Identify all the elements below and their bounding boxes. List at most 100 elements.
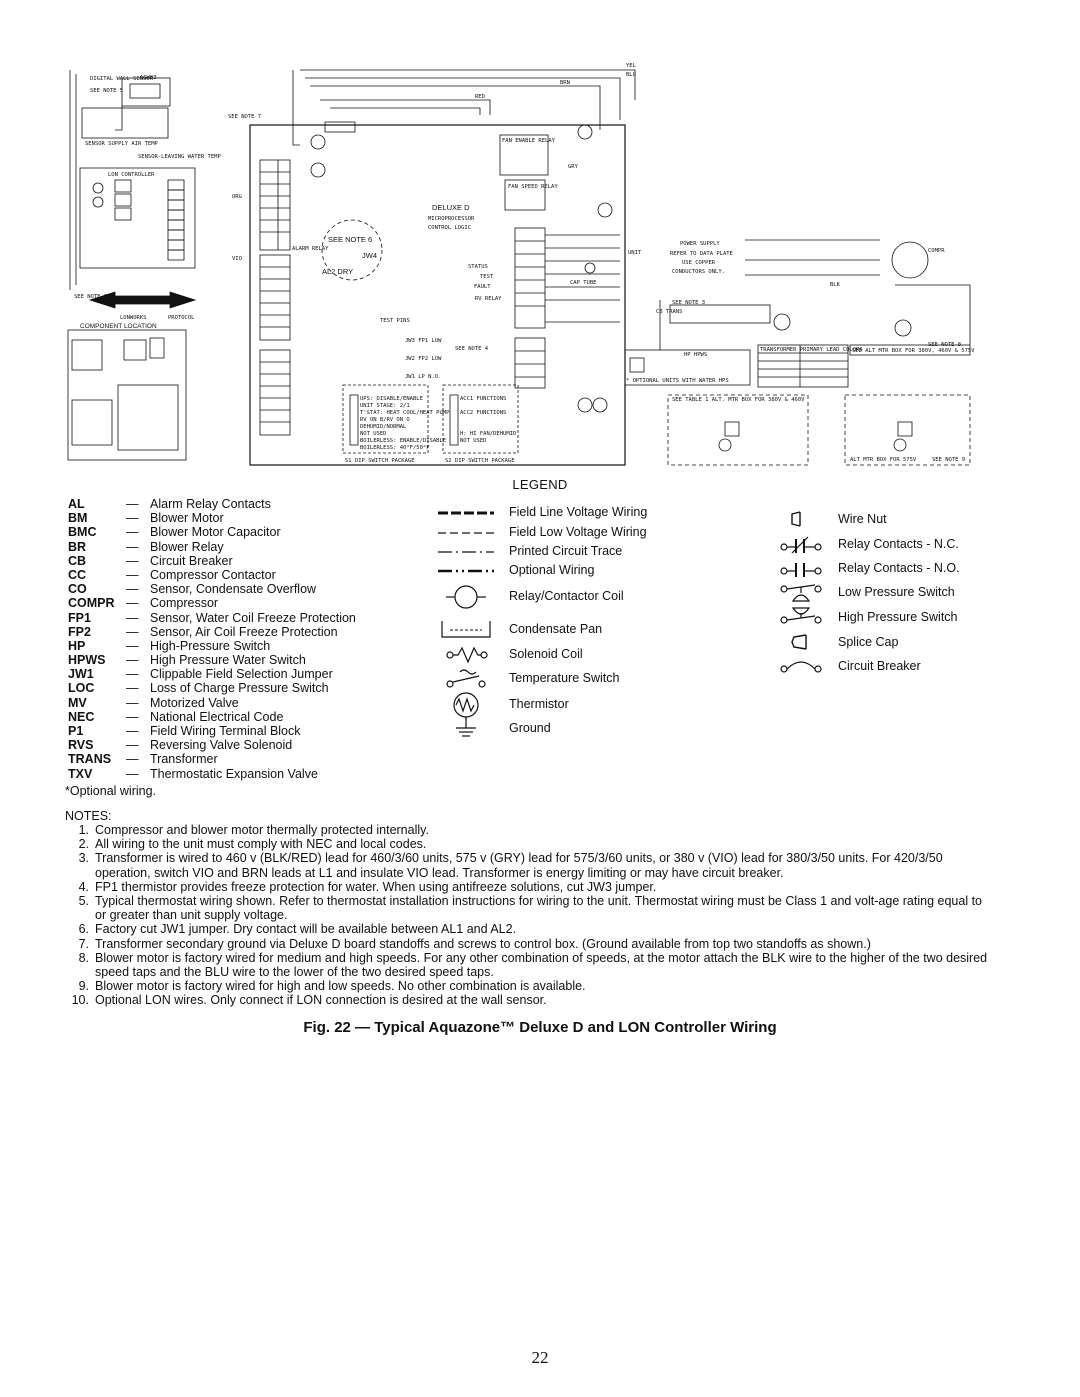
sensor-leaving-water-label: SENSOR-LEAVING WATER TEMP (138, 154, 221, 160)
jumper-jw1-label: JW1 LP N.O. (405, 374, 441, 380)
abbreviation-description: Sensor, Air Coil Freeze Protection (150, 624, 338, 639)
legend-label: Thermistor (509, 697, 569, 711)
hp-hpws-label: HP HPWS (684, 352, 707, 358)
abbreviation-row: NEC — National Electrical Code (68, 710, 448, 724)
abbreviation-code: HP (68, 638, 86, 653)
abbreviation-row: LOC—Loss of Charge Pressure Switch (68, 681, 448, 695)
note-item: 6.Factory cut JW1 jumper. Dry contact wi… (65, 922, 995, 936)
test-label: TEST (480, 274, 494, 280)
unit-label: UNIT (628, 250, 642, 256)
note-text: Blower motor is factory wired for medium… (95, 950, 988, 980)
wire-color-red: RED (475, 94, 485, 100)
relay-contacts-nc-icon (780, 536, 822, 554)
legend-label: Solenoid Coil (509, 647, 583, 661)
legend-label: Field Low Voltage Wiring (509, 525, 647, 539)
see-note-7-label: SEE NOTE 7 (228, 114, 261, 120)
notes-list: 1. Compressor and blower motor thermally … (65, 823, 995, 1008)
note-text: Compressor and blower motor thermally pr… (95, 823, 429, 837)
abbreviation-row: TRANS—Transformer (68, 752, 448, 766)
abbreviation-code: RVS (68, 738, 94, 753)
dip-switch-package-2-label: S2 DIP SWITCH PACKAGE (445, 458, 515, 464)
legend-row-relay-no: Relay Contacts - N.O. (778, 557, 1018, 579)
em-dash: — (126, 582, 139, 597)
abbreviation-code: FP2 (68, 624, 91, 639)
note-text: Blower motor is factory wired for high a… (95, 979, 586, 994)
note-item: 8. Blower motor is factory wired for medi… (65, 951, 995, 979)
dip2-option-3: H: HI FAN/DEHUMID (460, 431, 516, 437)
legend-row-relay-nc: Relay Contacts - N.C. (778, 533, 1018, 555)
legend-row-solenoid-coil: Solenoid Coil (438, 644, 698, 666)
em-dash: — (126, 709, 139, 724)
dip-switch-package-1-label: S1 DIP SWITCH PACKAGE (345, 458, 415, 464)
note-item: 5.Typical thermostat wiring shown. Refer… (65, 894, 995, 922)
fan-enable-relay-label: FAN ENABLE RELAY (502, 138, 556, 144)
protocol-label: PROTOCOL (168, 315, 195, 321)
abbreviation-description: Blower Motor (150, 511, 224, 526)
see-table-1-label: SEE TABLE 1 ALT. MTR BOX FOR 380V & 460V (672, 397, 805, 403)
abbreviation-row: BM—Blower Motor (68, 511, 448, 525)
status-label: STATUS (468, 264, 488, 270)
dip-option-2: UNIT STAGE: 2/1 (360, 403, 410, 409)
legend-label: Low Pressure Switch (838, 585, 955, 599)
abbreviation-code: NEC (68, 709, 95, 724)
dip-option-5: DEHUMID/NORMAL (360, 424, 407, 430)
note-number: 10. (71, 993, 89, 1008)
legend-label: Temperature Switch (509, 671, 620, 685)
rv-relay-label: RV RELAY (475, 296, 502, 302)
compr-label: COMPR (928, 248, 945, 254)
alt-mtr-box-575-label: ALT MTR BOX FOR 575V (850, 457, 917, 463)
sensor-supply-air-label: SENSOR SUPPLY AIR TEMP (85, 141, 159, 147)
dip2-option-4: NOT USED (460, 438, 487, 444)
see-note-8-label: SEE NOTE 8 (928, 342, 961, 348)
legend-label: Relay Contacts - N.C. (838, 537, 959, 551)
em-dash: — (126, 610, 139, 625)
optional-wiring-icon (438, 569, 494, 573)
legend-row-circuit-breaker: Circuit Breaker (778, 655, 1018, 677)
abbreviation-code: BR (68, 539, 87, 554)
jumper-jw2-label: JW2 FP2 LOW (405, 356, 442, 362)
fan-speed-relay-label: FAN SPEED RELAY (508, 184, 558, 190)
note-number: 7. (78, 936, 89, 951)
legend-row-temperature-switch: Temperature Switch (438, 668, 698, 690)
circuit-breaker-icon (780, 661, 822, 673)
abbreviation-description: Sensor, Water Coil Freeze Protection (150, 610, 356, 625)
temperature-switch-icon (446, 669, 486, 688)
wire-color-org: ORG (232, 194, 242, 200)
fault-label: FAULT (474, 284, 491, 290)
wiring-diagram-svg: DIGITAL WALL SENSOR SEE NOTE 5 AGW03 SEN… (67, 63, 975, 466)
abbreviation-description: National Electrical Code (150, 709, 284, 724)
legend-row-high-pressure: High Pressure Switch (778, 606, 1018, 628)
conductors-only-label: CONDUCTORS ONLY. (672, 269, 725, 275)
abbreviation-row: CC—Compressor Contactor (68, 568, 448, 582)
note-number: 9. (78, 979, 89, 994)
abbreviation-row: HPWS—High Pressure Water Switch (68, 653, 448, 667)
note-item: 1. Compressor and blower motor thermally … (65, 823, 995, 837)
refer-to-data-plate-label: REFER TO DATA PLATE (670, 251, 733, 257)
abbreviation-row: FP2—Sensor, Air Coil Freeze Protection (68, 625, 448, 639)
note-number: 6. (78, 922, 89, 937)
em-dash: — (126, 638, 139, 653)
legend-row-splice-cap: Splice Cap (778, 631, 1018, 653)
dip2-option-2: ACC2 FUNCTIONS (460, 410, 506, 416)
solenoid-coil-icon (446, 646, 488, 664)
legend-label: Splice Cap (838, 635, 899, 649)
note-number: 5. (78, 894, 89, 909)
dip-option-3: T'STAT: HEAT COOL/HEAT PUMP (360, 410, 450, 416)
abbreviation-code: MV (68, 695, 87, 710)
ground-icon (456, 718, 476, 737)
test-pins-label: TEST PINS (380, 318, 410, 324)
note-number: 4. (78, 879, 89, 894)
abbreviation-row: JW1—Clippable Field Selection Jumper (68, 667, 448, 681)
abbreviation-description: Blower Relay (150, 539, 224, 554)
note-number: 8. (78, 950, 89, 965)
dip-option-6: NOT USED (360, 431, 387, 437)
field-low-voltage-icon (438, 532, 494, 534)
condensate-pan-icon (441, 621, 491, 638)
note-number: 1. (78, 823, 89, 837)
abbreviation-description: Reversing Valve Solenoid (150, 738, 293, 753)
abbreviation-row: CO—Sensor, Condensate Overflow (68, 582, 448, 596)
em-dash: — (126, 667, 139, 682)
field-line-voltage-icon (438, 511, 494, 515)
low-pressure-switch-icon (780, 584, 822, 602)
